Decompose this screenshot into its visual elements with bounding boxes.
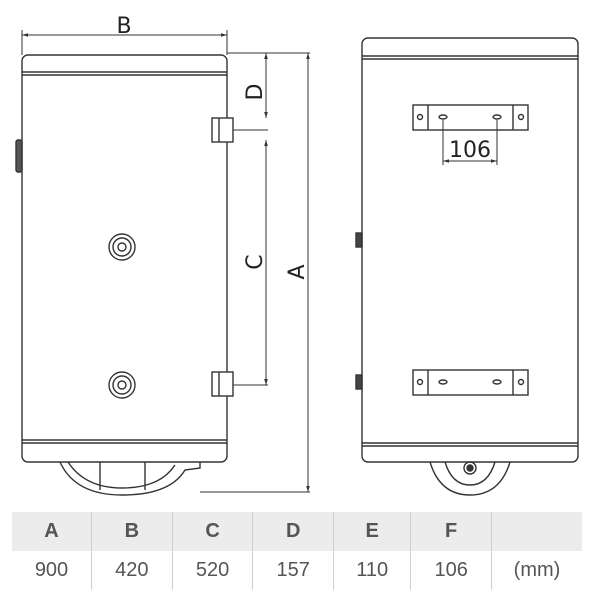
value-e: 110	[333, 551, 411, 590]
mounting-bracket-top	[412, 104, 529, 131]
header-c: C	[171, 512, 253, 551]
back-view	[355, 37, 579, 496]
header-unit	[491, 512, 582, 551]
mounting-bracket-bottom	[412, 369, 529, 396]
label-a: A	[285, 264, 310, 279]
header-f: F	[410, 512, 492, 551]
label-c: C	[243, 254, 268, 269]
pipe-top	[108, 233, 136, 261]
header-b: B	[91, 512, 173, 551]
header-a: A	[12, 512, 92, 551]
table-row: 900 420 520 157 110 106 (mm)	[12, 551, 582, 590]
value-d: 157	[252, 551, 334, 590]
label-d: D	[243, 84, 268, 101]
label-b: B	[116, 14, 131, 39]
value-f: 106	[410, 551, 492, 590]
label-f-value: 106	[449, 138, 491, 163]
water-heater-drawing: B D C A 106	[15, 14, 579, 496]
header-e: E	[333, 512, 411, 551]
unit-label: (mm)	[491, 551, 582, 590]
value-b: 420	[91, 551, 173, 590]
table-header-row: A B C D E F	[12, 512, 582, 551]
pipe-bottom	[108, 371, 136, 399]
header-d: D	[252, 512, 334, 551]
side-view	[15, 54, 234, 496]
value-c: 520	[171, 551, 253, 590]
dimensions-table: A B C D E F 900 420 520 157 110 106 (mm)	[12, 512, 582, 590]
value-a: 900	[34, 559, 69, 581]
